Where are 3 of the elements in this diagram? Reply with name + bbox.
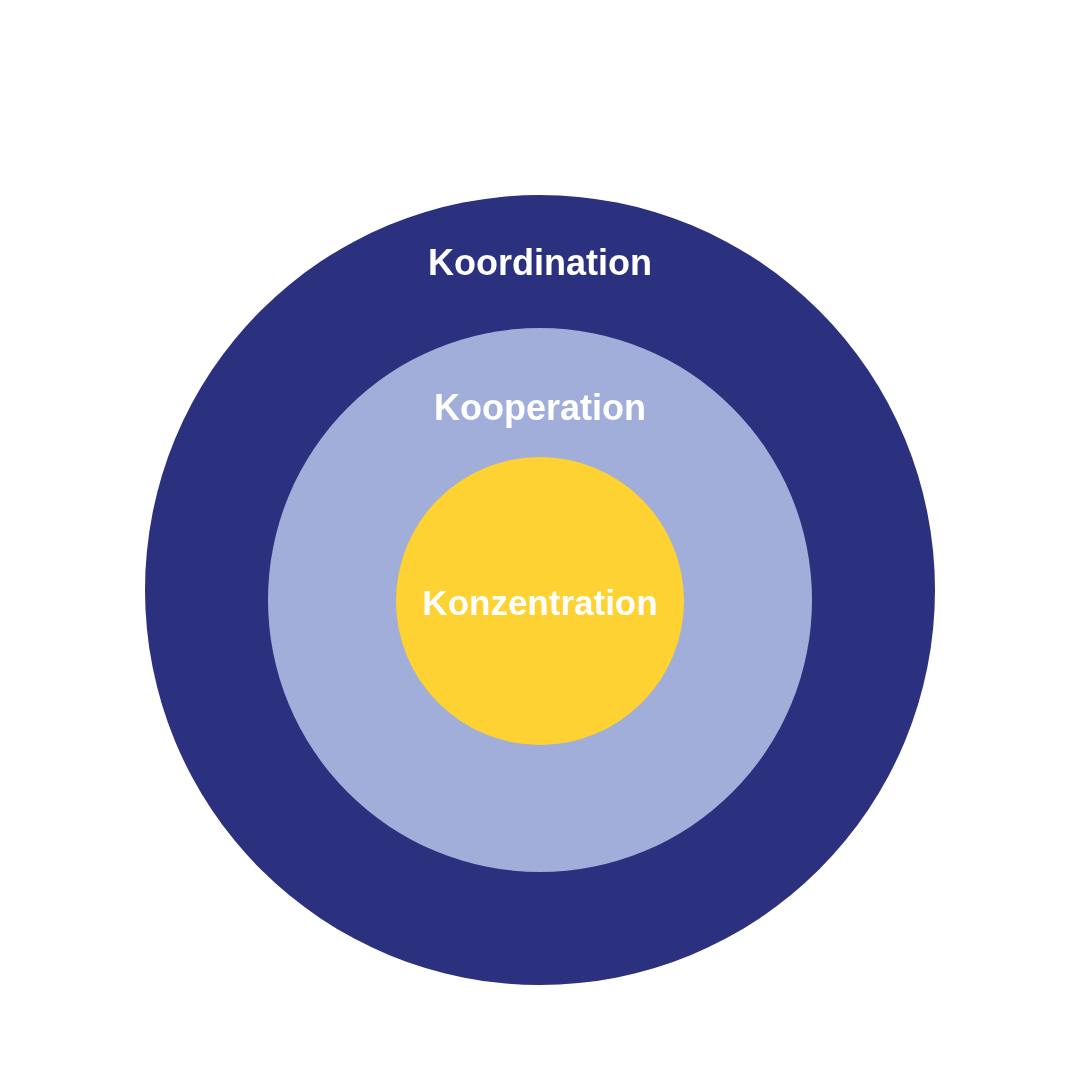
circle-label: Kooperation [433,390,647,426]
circle-label: Konzentration [421,584,659,620]
circle-label: Koordination [427,245,653,281]
